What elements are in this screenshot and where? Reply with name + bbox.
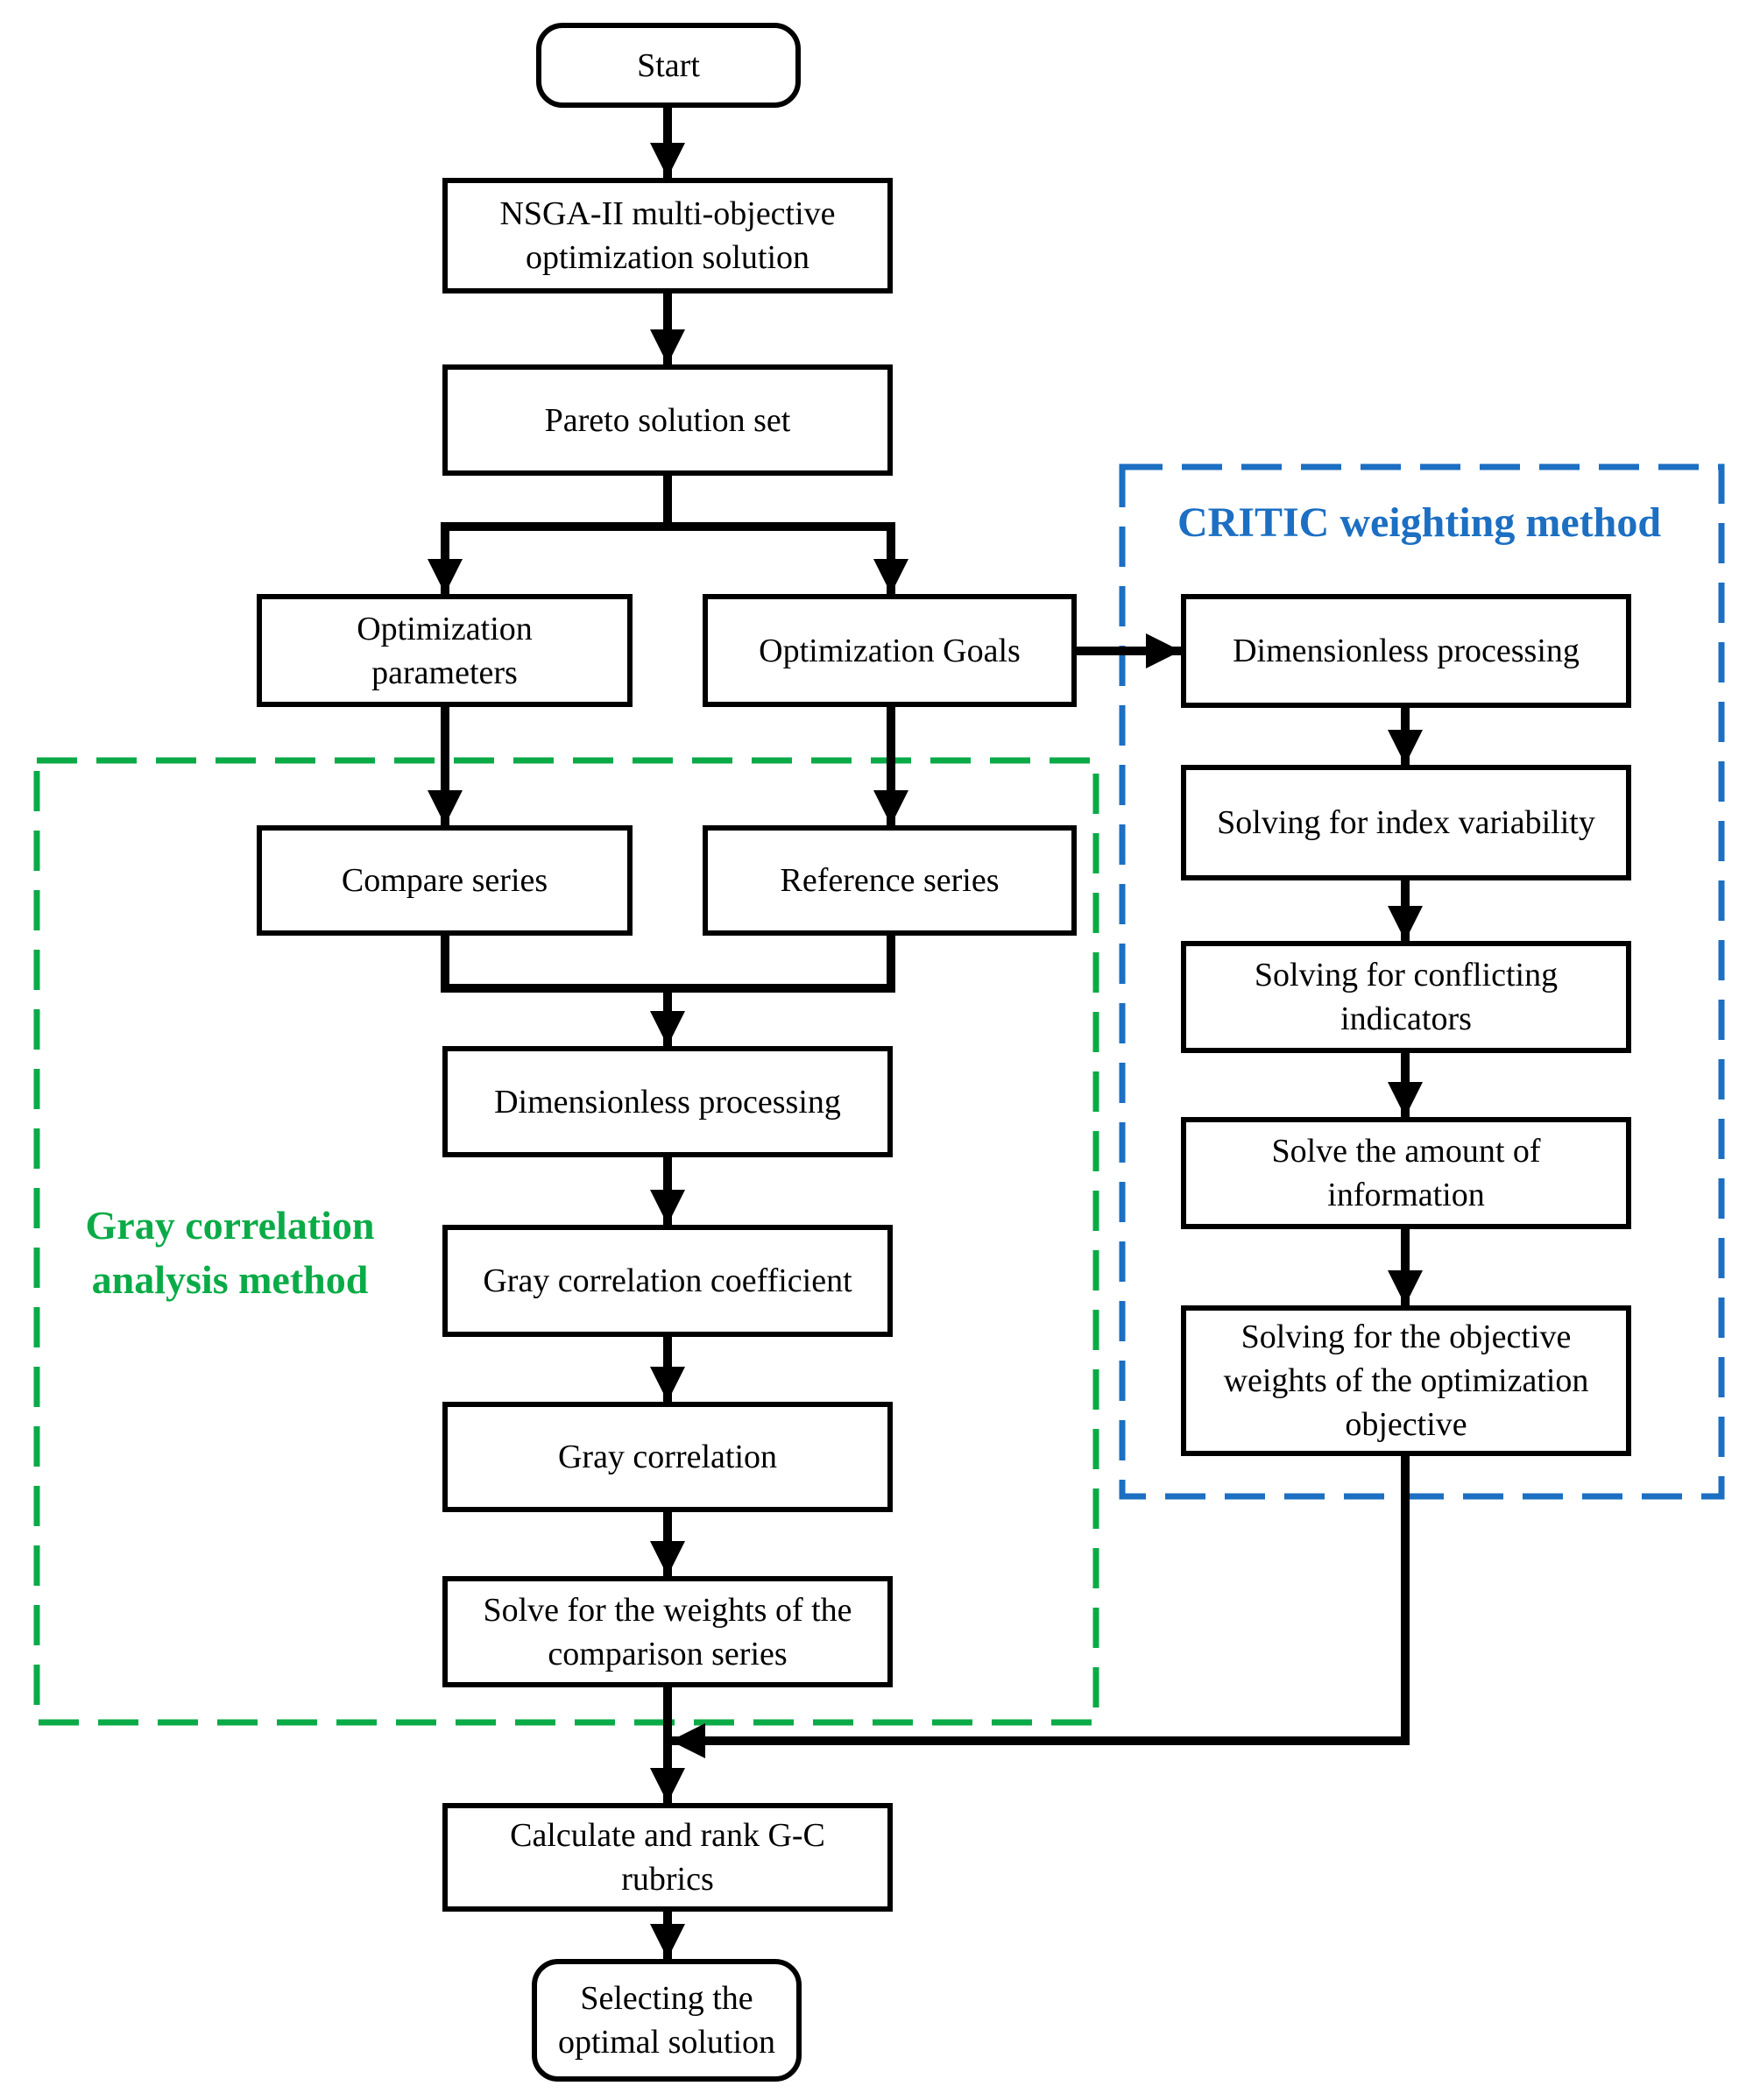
- optimization-parameters-node: Optimization parameters: [257, 594, 633, 707]
- pareto-solution-set-node: Pareto solution set: [442, 364, 893, 476]
- calculate-rank-node: Calculate and rank G-C rubrics: [442, 1803, 893, 1912]
- compare-series-node: Compare series: [257, 825, 633, 936]
- index-variability-node: Solving for index variability: [1181, 765, 1631, 880]
- arrow-objective-to-merge: [670, 1456, 1410, 1758]
- nsga-ii-node: NSGA-II multi-objective optimization sol…: [442, 178, 893, 293]
- information-amount-node: Solve the amount of information: [1181, 1117, 1631, 1229]
- gray-correlation-coefficient-node: Gray correlation coefficient: [442, 1225, 893, 1337]
- branch-pareto-split: [428, 476, 672, 594]
- gray-correlation-group-label: Gray correlation analysis method: [85, 1203, 375, 1302]
- solve-weights-node: Solve for the weights of the comparison …: [442, 1576, 893, 1687]
- branch-pareto-to-goals: [668, 522, 908, 594]
- critic-weighting-group-label: CRITIC weighting method: [1177, 499, 1662, 546]
- merge-series: [441, 936, 895, 993]
- critic-dimensionless-processing-node: Dimensionless processing: [1181, 594, 1631, 708]
- conflicting-indicators-node: Solving for conflicting indicators: [1181, 941, 1631, 1053]
- objective-weights-node: Solving for the objective weights of the…: [1181, 1305, 1631, 1456]
- critic-group-frame: [1119, 463, 1725, 1500]
- gray-correlation-node: Gray correlation: [442, 1402, 893, 1512]
- gray-dimensionless-processing-node: Dimensionless processing: [442, 1046, 893, 1157]
- selecting-optimal-solution-node: Selecting the optimal solution: [532, 1959, 802, 2082]
- optimization-goals-node: Optimization Goals: [703, 594, 1077, 707]
- reference-series-node: Reference series: [703, 825, 1077, 936]
- start-node: Start: [536, 23, 801, 108]
